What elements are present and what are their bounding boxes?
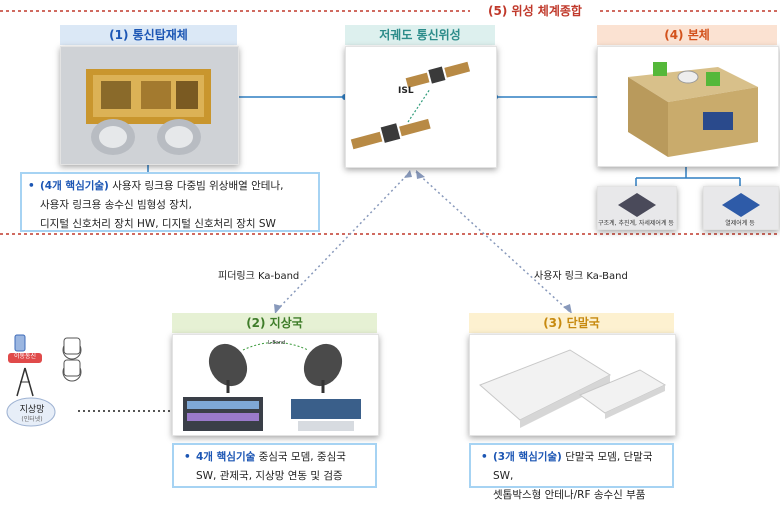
terminal-description: • (3개 핵심기술) 단말국 모뎀, 단말국 SW, 셋톱박스형 안테나/RF… <box>469 443 674 501</box>
mobile-label: 이동통신 <box>13 353 37 360</box>
system-integration-title: (5) 위성 체계종합 <box>470 1 600 21</box>
payload-line3: 디지털 신호처리 장치 HW, 디지털 신호처리 장치 SW <box>40 218 276 230</box>
ground-description: • 4개 핵심기술 중심국 모뎀, 중심국 SW, 관제국, 지상망 연동 및 … <box>172 443 377 488</box>
terminal-line1: 단말국 모뎀, 단말국 SW, <box>493 451 653 482</box>
payload-line2: 사용자 링크용 송수신 빔형성 장치, <box>40 199 192 211</box>
isl-label: ISL <box>398 86 414 96</box>
bullet-icon: • <box>28 180 35 192</box>
payload-title: (1) 통신탑재체 <box>60 25 237 45</box>
user-link-label: 사용자 링크 Ka-Band <box>534 271 628 282</box>
payload-key-label: (4개 핵심기술) <box>40 180 109 192</box>
payload-line1: 사용자 링크용 다중빔 위상배열 안테나, <box>108 180 284 192</box>
leo-satellites-image <box>345 46 497 168</box>
terminal-title: (3) 단말국 <box>469 313 674 333</box>
network-icons <box>62 336 94 396</box>
bus-structure-image <box>597 186 677 230</box>
feeder-link-label: 피더링크 Ka-band <box>218 271 300 282</box>
leo-title: 저궤도 통신위성 <box>345 25 495 45</box>
terminal-image <box>469 334 676 436</box>
ground-net-sub-label: (인터넷) <box>21 416 43 423</box>
ground-image <box>172 334 379 436</box>
bullet-icon: • <box>481 451 488 463</box>
terminal-key-label: (3개 핵심기술) <box>493 451 562 463</box>
ground-net-label: 지상망 <box>19 405 45 415</box>
bus-title: (4) 본체 <box>597 25 777 45</box>
bus-structure-label: 구조계, 추진계, 자세제어계 등 <box>598 220 674 227</box>
l-band-label: L-Band <box>268 340 286 346</box>
payload-image <box>60 46 239 165</box>
ground-line1: 중심국 모뎀, 중심국 <box>255 451 346 463</box>
bus-image <box>597 46 779 167</box>
bus-thermal-image <box>703 186 779 230</box>
bullet-icon: • <box>184 451 191 463</box>
payload-description: • (4개 핵심기술) 사용자 링크용 다중빔 위상배열 안테나, 사용자 링크… <box>20 172 320 232</box>
bus-thermal-label: 열제어계 등 <box>725 220 755 227</box>
ground-key-label: 4개 핵심기술 <box>196 451 256 463</box>
ground-title: (2) 지상국 <box>172 313 377 333</box>
terminal-line2: 셋톱박스형 안테나/RF 송수신 부품 <box>493 489 646 501</box>
ground-line2: SW, 관제국, 지상망 연동 및 검증 <box>196 470 343 482</box>
